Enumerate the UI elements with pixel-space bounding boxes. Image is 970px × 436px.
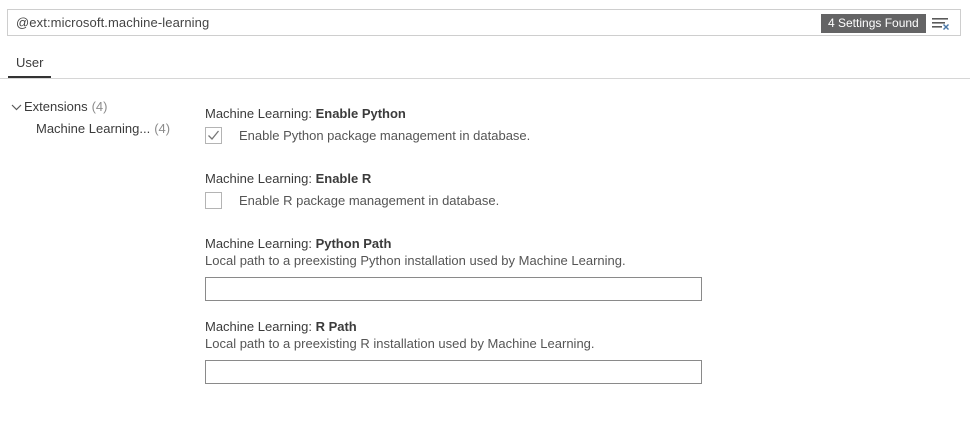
setting-key: Enable R [315, 171, 372, 186]
setting-checkbox-row-enable-r[interactable]: Enable R package management in database. [205, 192, 945, 209]
checkbox-enable-r[interactable] [205, 192, 222, 209]
settings-search-row: @ext:microsoft.machine-learning 4 Settin… [0, 0, 970, 46]
setting-prefix: Machine Learning: [205, 319, 316, 334]
setting-title-r-path: Machine Learning: R Path [205, 318, 945, 335]
checkbox-label-enable-python: Enable Python package management in data… [239, 128, 531, 143]
setting-key: R Path [315, 319, 357, 334]
clear-filter-icon[interactable] [929, 13, 953, 34]
r-path-input[interactable] [205, 360, 702, 384]
setting-description-python-path: Local path to a preexisting Python insta… [205, 253, 626, 268]
settings-toc: Extensions(4) Machine Learning...(4) [0, 96, 195, 140]
setting-title-python-path: Machine Learning: Python Path [205, 235, 945, 252]
toc-item-extensions-label: Extensions [24, 99, 88, 114]
spacer [205, 301, 945, 318]
setting-key: Python Path [315, 236, 392, 251]
toc-item-machine-learning-label: Machine Learning... [36, 121, 151, 136]
tab-user[interactable]: User [8, 50, 52, 78]
toc-item-machine-learning-count: (4) [154, 121, 171, 136]
tabbar-divider [0, 78, 970, 79]
toc-item-extensions-count: (4) [91, 99, 108, 114]
setting-key: Enable Python [315, 106, 406, 121]
checkmark-icon [208, 130, 220, 140]
search-input[interactable]: @ext:microsoft.machine-learning [16, 15, 210, 30]
tab-user-label: User [16, 55, 44, 70]
checkbox-label-enable-r: Enable R package management in database. [239, 193, 500, 208]
settings-tabbar: User [0, 46, 970, 79]
setting-prefix: Machine Learning: [205, 106, 316, 121]
setting-prefix: Machine Learning: [205, 236, 316, 251]
setting-item-enable-python: Machine Learning: Enable Python Enable P… [205, 105, 945, 144]
spacer [205, 144, 945, 170]
toc-item-machine-learning[interactable]: Machine Learning...(4) [0, 118, 195, 140]
setting-item-r-path: Machine Learning: R Path Local path to a… [205, 318, 945, 384]
setting-title-enable-python: Machine Learning: Enable Python [205, 105, 945, 122]
setting-item-enable-r: Machine Learning: Enable R Enable R pack… [205, 170, 945, 209]
toc-item-extensions[interactable]: Extensions(4) [0, 96, 195, 118]
settings-list: Machine Learning: Enable Python Enable P… [205, 105, 945, 384]
python-path-input[interactable] [205, 277, 702, 301]
setting-title-enable-r: Machine Learning: Enable R [205, 170, 945, 187]
setting-description-r-path: Local path to a preexisting R installati… [205, 336, 595, 351]
checkbox-enable-python[interactable] [205, 127, 222, 144]
chevron-down-icon[interactable] [10, 96, 24, 118]
setting-checkbox-row-enable-python[interactable]: Enable Python package management in data… [205, 127, 945, 144]
settings-search-box[interactable]: @ext:microsoft.machine-learning 4 Settin… [7, 9, 961, 36]
settings-found-badge: 4 Settings Found [821, 14, 926, 33]
spacer [205, 209, 945, 235]
setting-prefix: Machine Learning: [205, 171, 316, 186]
setting-item-python-path: Machine Learning: Python Path Local path… [205, 235, 945, 301]
